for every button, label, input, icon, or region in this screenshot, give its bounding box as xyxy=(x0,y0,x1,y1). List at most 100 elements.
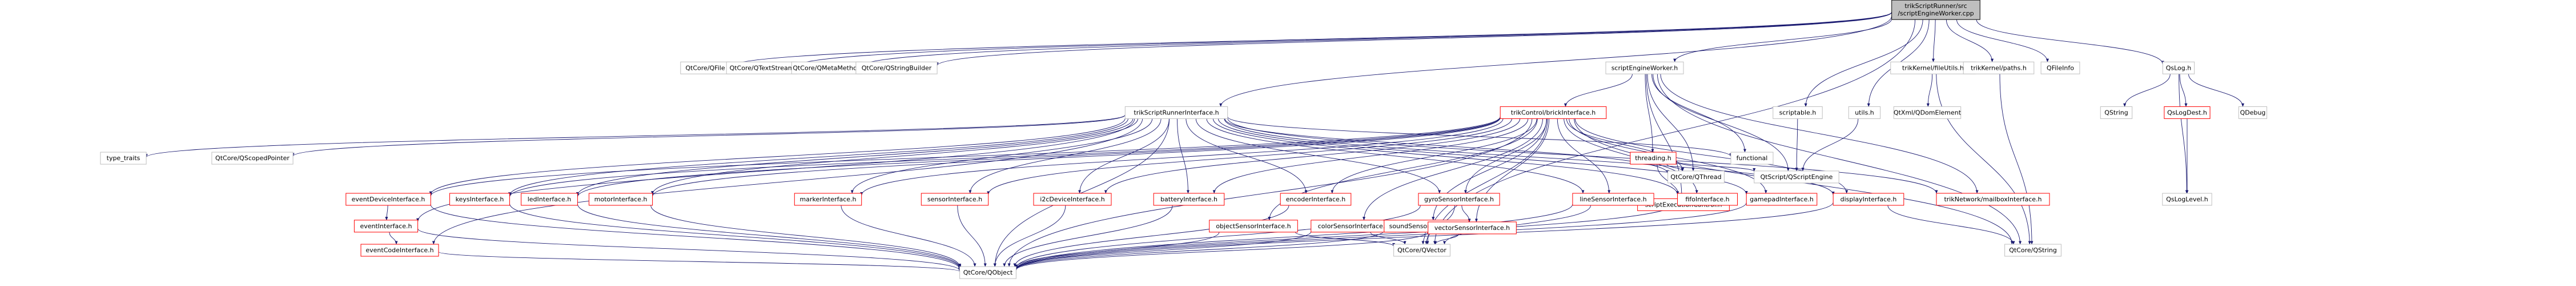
edge-sew-to-functional xyxy=(1651,74,1746,153)
edge-root-to-qmetamethod xyxy=(861,11,1892,67)
node-typetraits[interactable]: type_traits xyxy=(100,152,147,165)
node-label: trikKernel/paths.h xyxy=(1971,64,2027,72)
node-sensori[interactable]: sensorInterface.h xyxy=(921,193,989,206)
node-qslogdest[interactable]: QsLogDest.h xyxy=(2164,106,2211,119)
node-objsi[interactable]: objectSensorInterface.h xyxy=(1209,220,1298,233)
edge-tsri-to-motori xyxy=(651,118,1139,195)
edge-sew-to-tci xyxy=(1564,74,1633,108)
node-gyroi[interactable]: gyroSensorInterface.h xyxy=(1418,193,1500,206)
edge-qslog-to-qstring xyxy=(2123,74,2171,108)
node-linei[interactable]: lineSensorInterface.h xyxy=(1572,193,1654,206)
node-label: trikControl/brickInterface.h xyxy=(1511,109,1596,116)
node-label: QtCore/QFile xyxy=(685,64,725,72)
edge-tci-to-motori xyxy=(651,117,1501,197)
node-qstringbuilder[interactable]: QtCore/QStringBuilder xyxy=(855,61,938,74)
node-scriptable[interactable]: scriptable.h xyxy=(1773,106,1823,119)
node-label: displayInterface.h xyxy=(1840,196,1897,203)
node-label: vectorSensorInterface.h xyxy=(1434,224,1510,232)
edge-tsri-to-typetraits xyxy=(144,114,1126,158)
edge-tci-to-linei xyxy=(1557,118,1611,194)
node-utils[interactable]: utils.h xyxy=(1848,106,1881,119)
node-qthread[interactable]: QtCore/QThread xyxy=(1667,170,1725,184)
edge-root-to-qfileinfo xyxy=(1956,19,2049,62)
node-qtextstream[interactable]: QtCore/QTextStream xyxy=(726,61,798,74)
node-vectorsi[interactable]: vectorSensorInterface.h xyxy=(1428,221,1517,235)
node-gamepadi[interactable]: gamepadInterface.h xyxy=(1746,193,1818,206)
node-paths[interactable]: trikKernel/paths.h xyxy=(1963,61,2035,74)
node-label: colorSensorInterface.h xyxy=(1318,223,1389,230)
node-threading[interactable]: threading.h xyxy=(1630,152,1677,165)
node-i2ci[interactable]: i2cDeviceInterface.h xyxy=(1033,193,1112,206)
node-box xyxy=(959,266,1016,279)
node-label: ledInterface.h xyxy=(528,196,572,203)
edge-eventcodei-to-qobject xyxy=(438,251,961,272)
node-label: sensorInterface.h xyxy=(927,196,982,203)
node-box xyxy=(1667,170,1725,184)
node-label: markerInterface.h xyxy=(800,196,857,203)
node-box xyxy=(345,193,431,206)
edge-tci-to-colorsi xyxy=(1363,118,1543,221)
edge-colorsi-to-qobject xyxy=(1014,231,1312,269)
node-qdebug[interactable]: QDebug xyxy=(2238,106,2268,119)
node-sew[interactable]: scriptEngineWorker.h xyxy=(1605,61,1684,74)
node-qdomelement[interactable]: QtXml/QDomElement xyxy=(1893,106,1962,119)
edge-qslog-to-qslogdest xyxy=(2179,74,2188,108)
node-qfile[interactable]: QtCore/QFile xyxy=(680,61,730,74)
edge-tsri-to-gyroi xyxy=(1195,118,1441,194)
node-qscopedptr[interactable]: QtCore/QScopedPointer xyxy=(211,152,294,165)
node-box xyxy=(921,193,989,206)
node-box xyxy=(2100,106,2133,119)
node-qscriptengine[interactable]: QtScript/QScriptEngine xyxy=(1754,170,1839,184)
node-box xyxy=(1572,193,1654,206)
node-label: QFileInfo xyxy=(2047,64,2074,72)
node-qtstring[interactable]: QtCore/QString xyxy=(2004,244,2061,257)
node-batteryi[interactable]: batteryInterface.h xyxy=(1153,193,1225,206)
edge-tci-to-keysi xyxy=(508,117,1501,197)
node-qfileinfo[interactable]: QFileInfo xyxy=(2040,61,2080,74)
node-displayi[interactable]: displayInterface.h xyxy=(1832,193,1904,206)
node-qobject[interactable]: QtCore/QObject xyxy=(959,266,1016,279)
node-qslog[interactable]: QsLog.h xyxy=(2162,61,2195,74)
node-ledi[interactable]: ledInterface.h xyxy=(521,193,578,206)
node-eventcodei[interactable]: eventCodeInterface.h xyxy=(360,244,439,257)
edge-edi-to-eventi xyxy=(385,205,388,221)
node-box xyxy=(1605,61,1684,74)
node-keysi[interactable]: keysInterface.h xyxy=(449,193,510,206)
node-label: lineSensorInterface.h xyxy=(1580,196,1646,203)
edge-sew-to-qtstring xyxy=(1657,74,2022,245)
node-motori[interactable]: motorInterface.h xyxy=(588,193,653,206)
node-box xyxy=(1893,106,1962,119)
node-functional[interactable]: functional xyxy=(1730,152,1774,165)
node-qmetamethod[interactable]: QtCore/QMetaMethod xyxy=(791,61,863,74)
node-label: QsLogDest.h xyxy=(2167,109,2207,116)
node-root[interactable]: trikScriptRunner/src/scriptEngineWorker.… xyxy=(1891,0,1980,20)
node-qvector[interactable]: QtCore/QVector xyxy=(1393,244,1450,257)
node-fileutils[interactable]: trikKernel/fileUtils.h xyxy=(1890,61,1976,74)
node-colorsi[interactable]: colorSensorInterface.h xyxy=(1311,220,1396,233)
node-qstring[interactable]: QString xyxy=(2100,106,2133,119)
node-edi[interactable]: eventDeviceInterface.h xyxy=(345,193,431,206)
node-label: QtCore/QMetaMethod xyxy=(793,64,861,72)
node-label: QtCore/QStringBuilder xyxy=(862,64,932,72)
edge-gamepadi-to-qobject xyxy=(1015,202,1747,271)
node-mailbox[interactable]: trikNetwork/mailboxInterface.h xyxy=(1936,193,2050,206)
node-qsloglevel[interactable]: QsLogLevel.h xyxy=(2162,193,2212,206)
node-tsri[interactable]: trikScriptRunnerInterface.h xyxy=(1124,106,1228,119)
edge-tci-to-markeri xyxy=(860,118,1504,196)
edge-tsri-to-batteryi xyxy=(1177,118,1189,194)
node-label: threading.h xyxy=(1635,154,1671,162)
node-label: utils.h xyxy=(1855,109,1874,116)
edge-fileutils-to-qtstring xyxy=(1936,74,2031,245)
node-eventi[interactable]: eventInterface.h xyxy=(353,220,419,233)
edge-root-to-paths xyxy=(1946,19,1994,62)
node-box xyxy=(1746,193,1818,206)
node-box xyxy=(1124,106,1228,119)
node-markeri[interactable]: markerInterface.h xyxy=(794,193,862,206)
node-encoderi[interactable]: encoderInterface.h xyxy=(1280,193,1352,206)
node-label: QString xyxy=(2104,109,2128,116)
node-label: /scriptEngineWorker.cpp xyxy=(1898,10,1974,17)
node-fifoi[interactable]: fifoInterface.h xyxy=(1677,193,1738,206)
edge-tsri-to-qobject xyxy=(993,118,1170,267)
node-tci[interactable]: trikControl/brickInterface.h xyxy=(1500,106,1607,119)
